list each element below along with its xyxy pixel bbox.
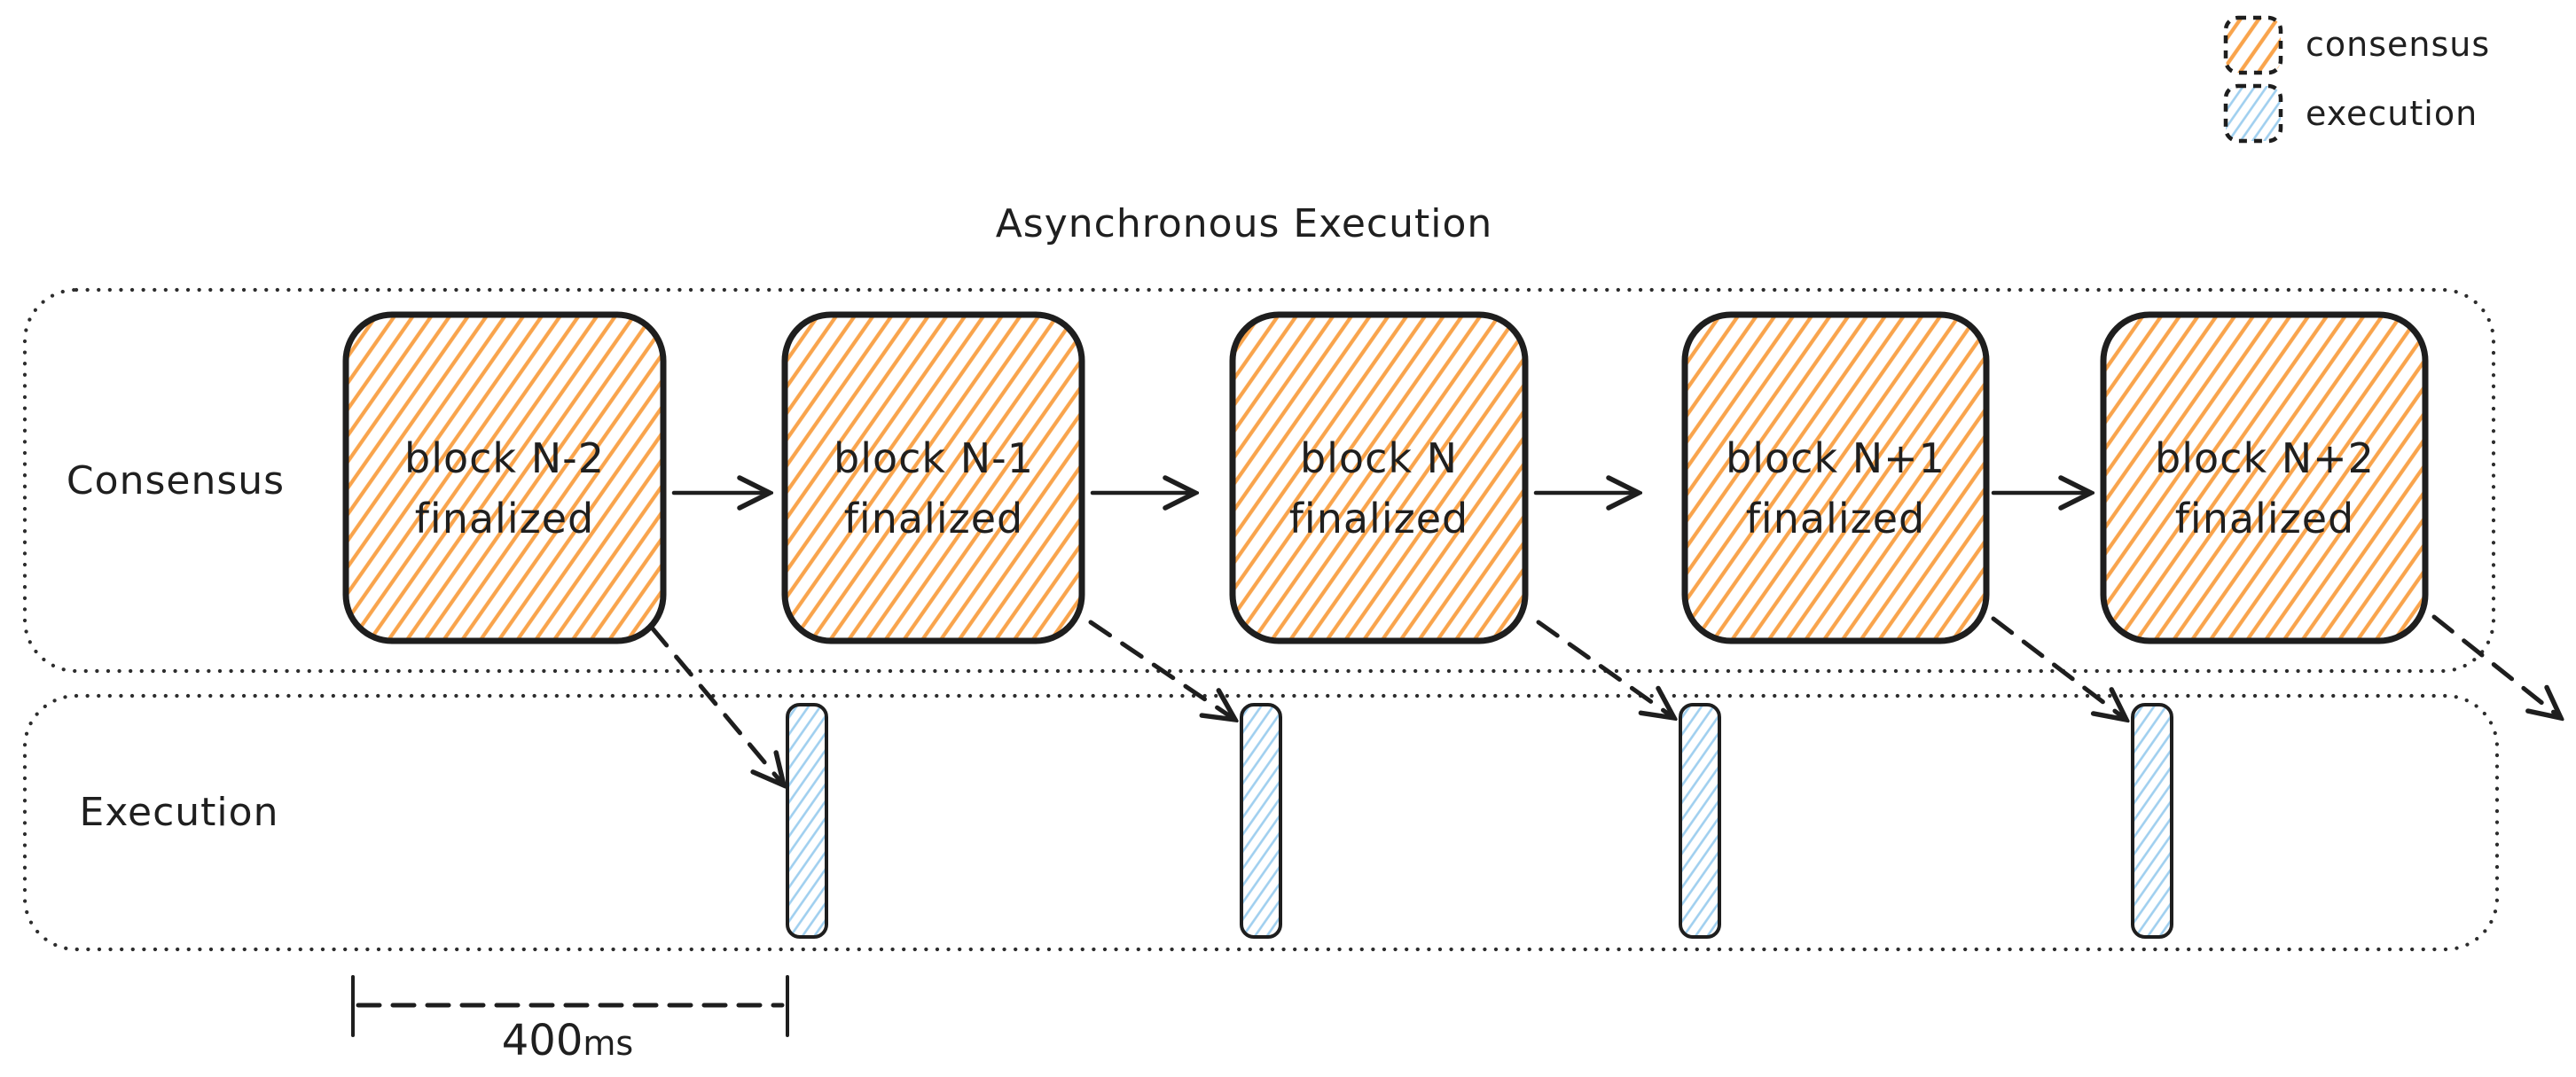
execution-dispatch-arrow-icon <box>1536 620 1674 718</box>
diagram-title: Asynchronous Execution <box>996 201 1493 246</box>
execution-lane-container <box>22 693 2500 952</box>
legend-execution-swatch-icon <box>2223 83 2283 144</box>
consensus-block-rect <box>342 311 667 644</box>
consensus-block: block N+1 finalized <box>1681 311 1990 644</box>
consensus-block-rect <box>781 311 1085 644</box>
consensus-block: block N finalized <box>1229 311 1529 644</box>
consensus-block-label-line1: block N-1 <box>834 434 1034 482</box>
consensus-block-label-line1: block N-2 <box>404 434 605 482</box>
consensus-block-rect <box>2100 311 2429 644</box>
execution-dispatch-arrow-icon <box>2431 614 2561 718</box>
execution-lane-label: Execution <box>80 790 279 835</box>
consensus-block-label-line1: block N+1 <box>1726 434 1946 482</box>
execution-dispatch-arrow-icon <box>1088 620 1235 720</box>
execution-bar <box>2131 703 2173 939</box>
consensus-lane-label: Consensus <box>67 458 285 503</box>
legend: consensus execution <box>2223 15 2490 144</box>
consensus-block-label-line2: finalized <box>415 495 595 542</box>
consensus-block-label-line1: block N+2 <box>2155 434 2375 482</box>
consensus-block-rect <box>1229 311 1529 644</box>
consensus-block-label-line2: finalized <box>844 495 1024 542</box>
legend-execution-label: execution <box>2306 94 2478 133</box>
execution-bar <box>786 703 828 939</box>
consensus-block: block N-1 finalized <box>781 311 1085 644</box>
consensus-block-label-line2: finalized <box>1289 495 1469 542</box>
execution-bar <box>1240 703 1282 939</box>
consensus-block-label-line1: block N <box>1300 434 1458 482</box>
consensus-block-rect <box>1681 311 1990 644</box>
consensus-block: block N+2 finalized <box>2100 311 2429 644</box>
legend-consensus-swatch-icon <box>2223 15 2283 75</box>
consensus-block: block N-2 finalized <box>342 311 667 644</box>
consensus-block-label-line2: finalized <box>1746 495 1926 542</box>
duration-measure: 400ms <box>351 975 789 1065</box>
execution-dispatch-arrow-icon <box>649 625 784 785</box>
duration-measure-label: 400ms <box>502 1016 633 1065</box>
legend-consensus-label: consensus <box>2306 25 2490 64</box>
execution-bar <box>1679 703 1721 939</box>
execution-dispatch-arrow-icon <box>1991 616 2126 720</box>
consensus-block-label-line2: finalized <box>2175 495 2355 542</box>
consensus-lane-container <box>22 287 2496 674</box>
